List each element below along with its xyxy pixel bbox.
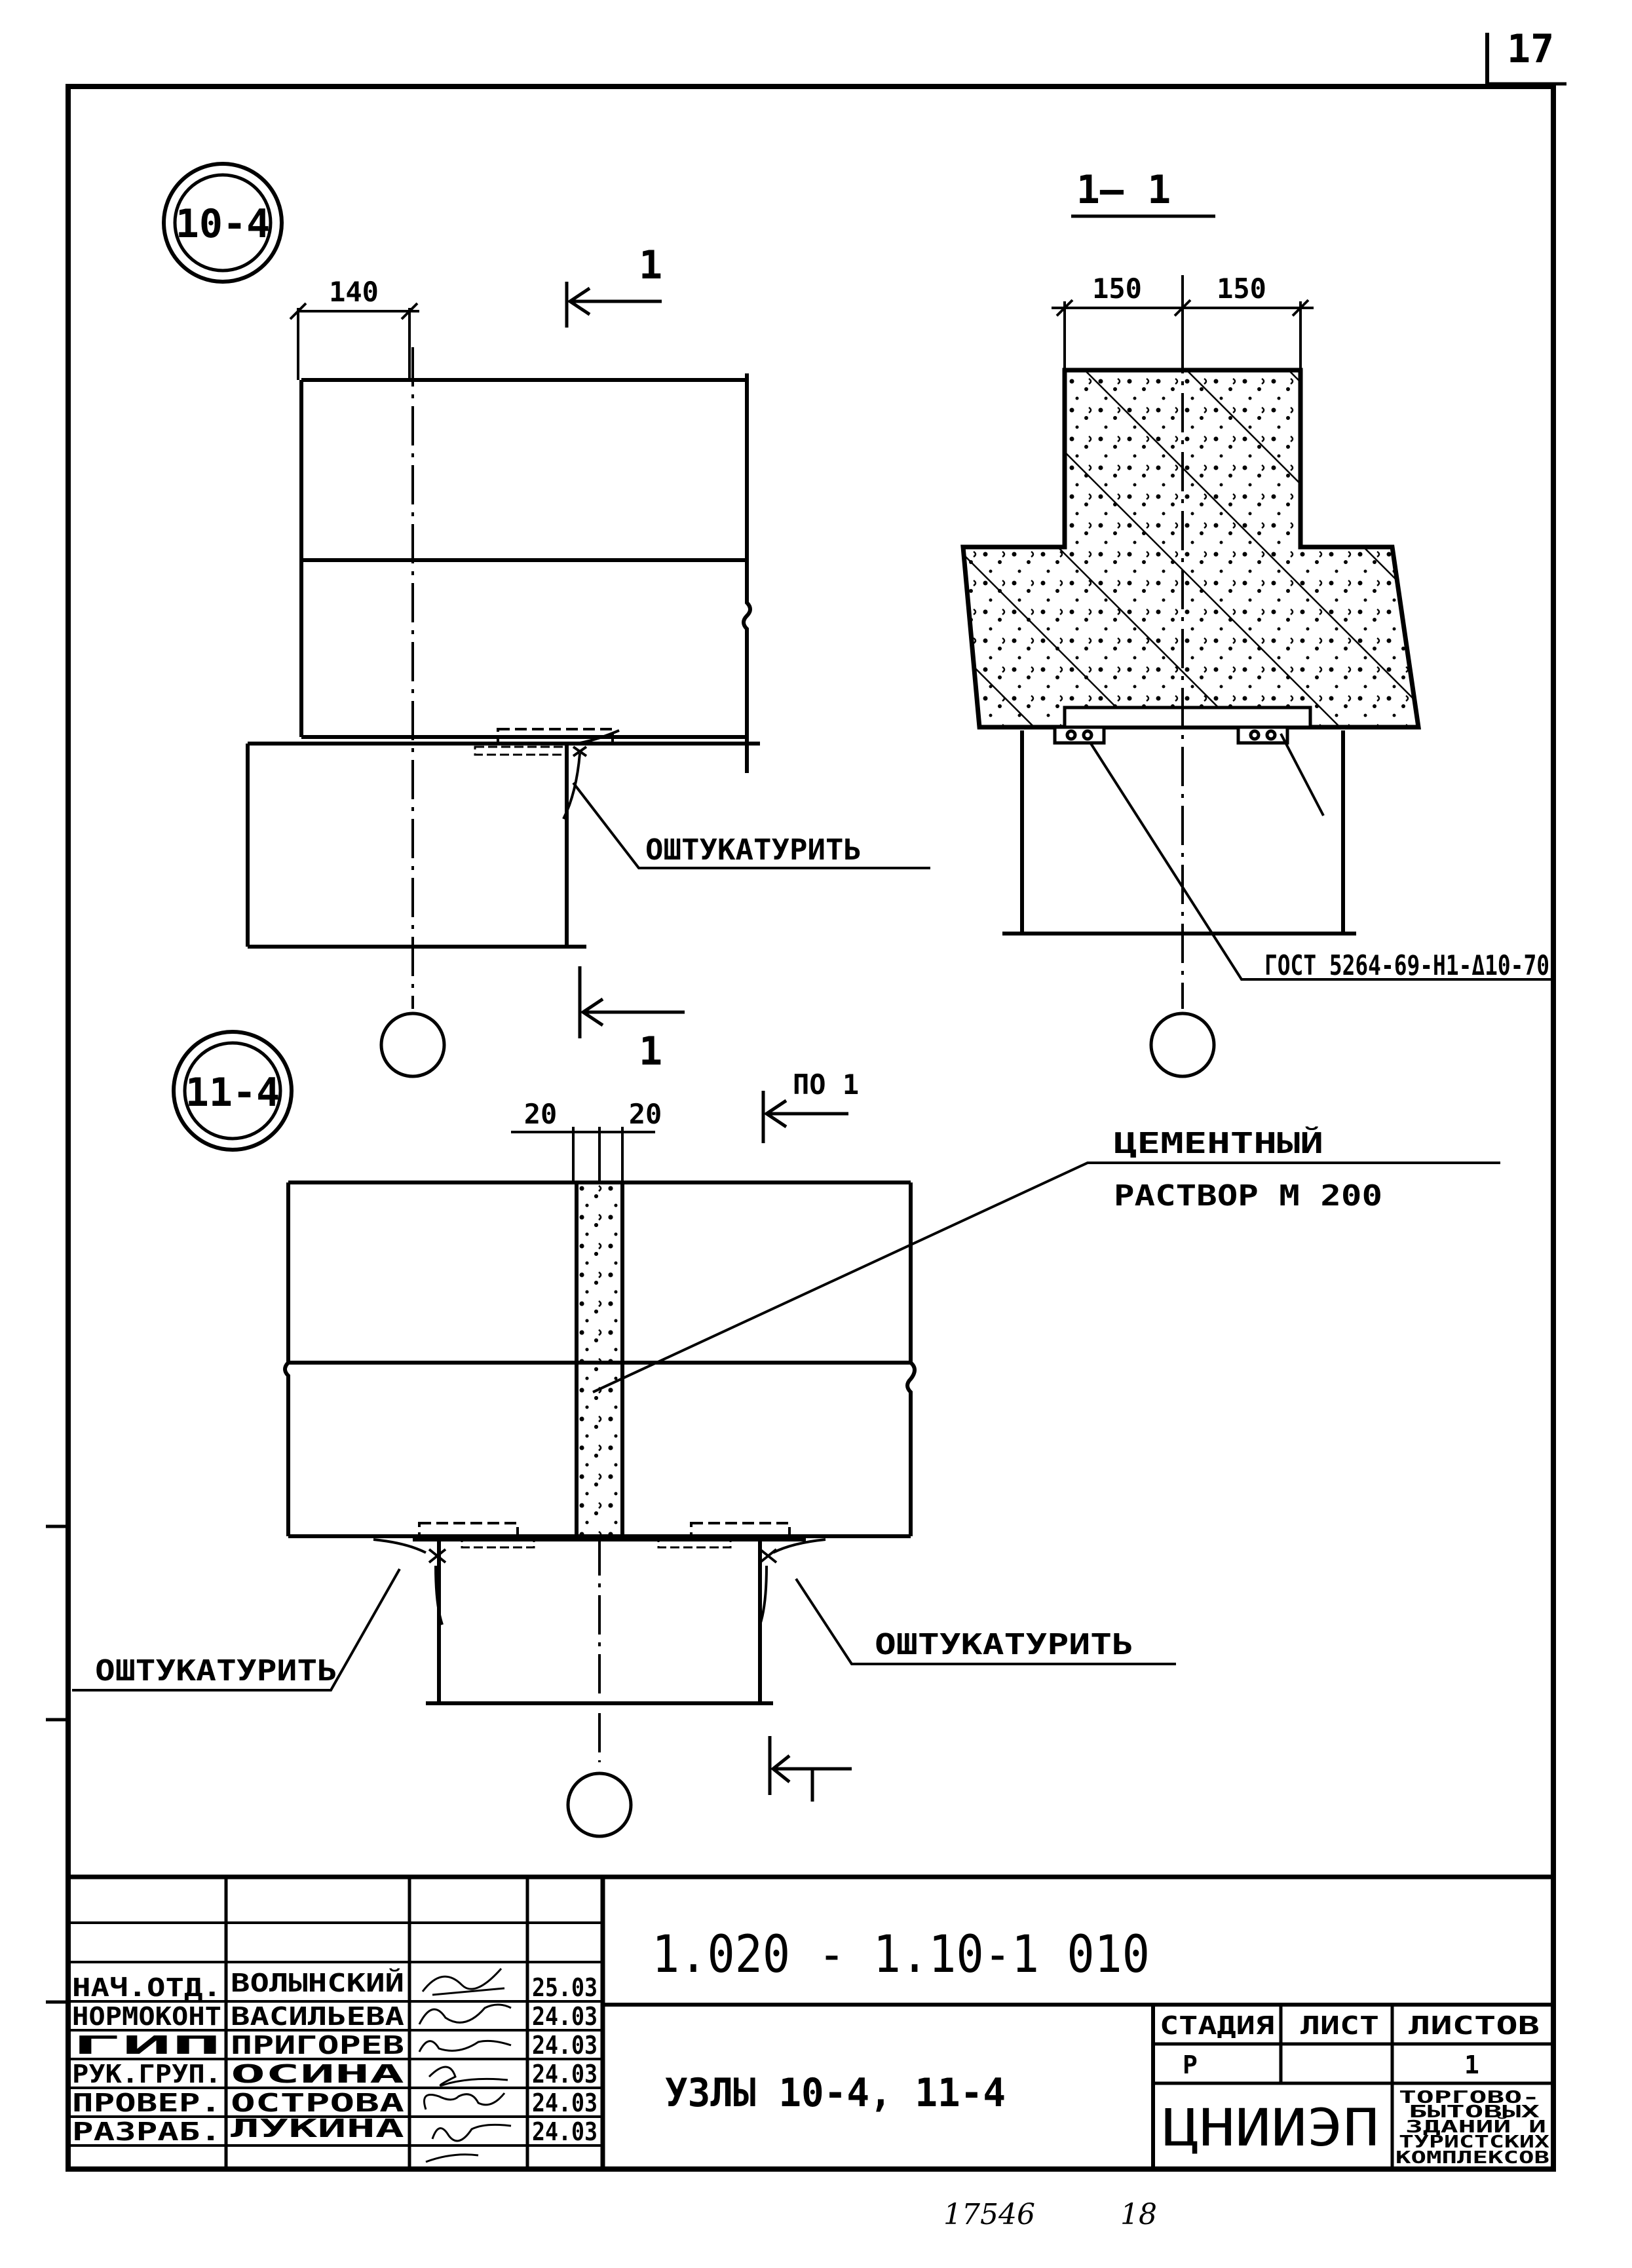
archive-number: 17546 bbox=[943, 2198, 1035, 2231]
svg-text:КОМПЛЕКСОВ: КОМПЛЕКСОВ bbox=[1395, 2148, 1549, 2168]
svg-text:11-4: 11-4 bbox=[185, 1070, 280, 1116]
axis-bubble-2 bbox=[566, 1771, 633, 1838]
detail-marker-10-4: 10-4 bbox=[162, 162, 284, 284]
support-column-2 bbox=[413, 1538, 806, 1705]
svg-text:24.03: 24.03 bbox=[532, 2031, 598, 2060]
mortar-label-1: ЦЕМЕНТНЫЙ bbox=[1114, 1125, 1323, 1160]
purpose-lines: ТОРГОВО- БЫТОВЫХ ЗДАНИЙ И ТУРИСТСКИХ КОМ… bbox=[1395, 2088, 1549, 2168]
svg-text:ОСТРОВА: ОСТРОВА bbox=[231, 2088, 404, 2117]
document-code: 1.020 - 1.10-1 010 bbox=[652, 1925, 1150, 1984]
weld-leader bbox=[1090, 742, 1553, 981]
value-stage: Р bbox=[1183, 2051, 1198, 2079]
svg-text:ВАСИЛЬЕВА: ВАСИЛЬЕВА bbox=[231, 2002, 404, 2031]
svg-text:24.03: 24.03 bbox=[532, 2060, 598, 2088]
dim-150-right: 150 bbox=[1217, 273, 1266, 305]
svg-text:ПРОВЕР.: ПРОВЕР. bbox=[72, 2088, 221, 2117]
organization: ЦНИИЭП bbox=[1163, 2099, 1379, 2158]
plaster-leader bbox=[572, 782, 930, 869]
section-ref-label: ПО 1 bbox=[793, 1068, 859, 1101]
section-mark-bottom-label: 1 bbox=[639, 1029, 662, 1074]
svg-text:РУК.ГРУП.: РУК.ГРУП. bbox=[72, 2060, 221, 2088]
signature-table: НАЧ.ОТД. ВОЛЫНСКИЙ 25.03 НОРМОКОНТ ВАСИЛ… bbox=[72, 1968, 598, 2163]
section-axis-bubble bbox=[1149, 1011, 1216, 1078]
section-mark-bottom bbox=[578, 966, 685, 1038]
plaster-note-right: ОШТУКАТУРИТЬ bbox=[875, 1628, 1133, 1661]
mortar-label-2: РАСТВОР М 200 bbox=[1114, 1179, 1382, 1213]
header-sheets: ЛИСТОВ bbox=[1409, 2011, 1540, 2040]
svg-text:ЛУКИНА: ЛУКИНА bbox=[231, 2114, 404, 2143]
svg-text:ЗДАНИЙ И: ЗДАНИЙ И bbox=[1405, 2116, 1546, 2137]
header-stage: СТАДИЯ bbox=[1160, 2011, 1274, 2040]
signature-row: ПРОВЕР. ОСТРОВА 24.03 bbox=[72, 2088, 598, 2117]
svg-text:ТОРГОВО-: ТОРГОВО- bbox=[1399, 2088, 1540, 2107]
svg-text:НАЧ.ОТД.: НАЧ.ОТД. bbox=[72, 1973, 221, 2002]
section-mark-top bbox=[565, 282, 662, 328]
weld-standard-ref: ГОСТ 5264-69-Н1-Δ10-70 bbox=[1264, 949, 1549, 981]
dim-150-left: 150 bbox=[1092, 273, 1142, 305]
detail-marker-11-4: 11-4 bbox=[172, 1030, 294, 1152]
svg-text:25.03: 25.03 bbox=[532, 1973, 598, 2002]
support-column bbox=[246, 742, 760, 949]
archive-number-2: 18 bbox=[1120, 2198, 1157, 2231]
svg-text:24.03: 24.03 bbox=[532, 2117, 598, 2146]
svg-text:ТУРИСТСКИХ: ТУРИСТСКИХ bbox=[1399, 2132, 1549, 2152]
plaster-leader-left bbox=[72, 1568, 401, 1692]
section-support bbox=[1002, 730, 1356, 936]
title-block bbox=[68, 1874, 1553, 2169]
section-mark-top-label: 1 bbox=[639, 242, 662, 288]
embedded-plate bbox=[497, 728, 614, 745]
axis-bubble bbox=[379, 1011, 446, 1078]
value-sheets: 1 bbox=[1464, 2051, 1479, 2079]
svg-text:ГИП: ГИП bbox=[72, 2031, 221, 2060]
detail-11-4: 11-4 20 20 ПО 1 bbox=[72, 1030, 1500, 1838]
svg-text:24.03: 24.03 bbox=[532, 2002, 598, 2031]
dimension-20-20 bbox=[511, 1127, 655, 1182]
svg-text:БЫТОВЫХ: БЫТОВЫХ bbox=[1409, 2102, 1540, 2122]
signature-row: НОРМОКОНТ ВАСИЛЬЕВА 24.03 bbox=[72, 2002, 598, 2031]
section-title: 1– 1 bbox=[1076, 167, 1171, 213]
weld-right bbox=[759, 1538, 826, 1625]
svg-text:24.03: 24.03 bbox=[532, 2088, 598, 2117]
slab-panel bbox=[299, 373, 752, 773]
svg-text:ВОЛЫНСКИЙ: ВОЛЫНСКИЙ bbox=[231, 1969, 404, 1997]
svg-text:РАЗРАБ.: РАЗРАБ. bbox=[72, 2117, 221, 2146]
sheet-frame bbox=[46, 33, 1566, 2172]
weld-mark bbox=[562, 746, 588, 820]
weld-left bbox=[373, 1538, 447, 1625]
dim-20-left: 20 bbox=[524, 1098, 558, 1130]
svg-text:НОРМОКОНТ: НОРМОКОНТ bbox=[72, 2002, 221, 2031]
svg-text:10-4: 10-4 bbox=[176, 201, 271, 247]
dimension-140 bbox=[289, 302, 419, 380]
mortar-leader bbox=[592, 1162, 1500, 1393]
dim-140-label: 140 bbox=[329, 276, 379, 308]
section-mark-2 bbox=[768, 1736, 852, 1802]
signature-row: РАЗРАБ. ЛУКИНА 24.03 bbox=[72, 2114, 598, 2163]
detail-10-4: 10-4 140 1 bbox=[162, 162, 930, 1078]
sheet-corner-number: 17 bbox=[1507, 26, 1554, 72]
signature-row: ГИП ПРИГОРЕВ 24.03 bbox=[72, 2031, 598, 2060]
section-1-1: 1– 1 150 150 bbox=[960, 167, 1553, 1078]
sheet-title: УЗЛЫ 10-4, 11-4 bbox=[665, 2070, 1006, 2116]
mortar-joint bbox=[575, 1181, 624, 1538]
section-ref-mark bbox=[761, 1091, 848, 1143]
header-sheet: ЛИСТ bbox=[1300, 2011, 1379, 2040]
svg-text:ПРИГОРЕВ: ПРИГОРЕВ bbox=[231, 2031, 404, 2060]
bearing-plates bbox=[1053, 706, 1312, 745]
plaster-note-left: ОШТУКАТУРИТЬ bbox=[95, 1654, 337, 1688]
dim-20-right: 20 bbox=[629, 1098, 662, 1130]
signature-row: РУК.ГРУП. ОСИНА 24.03 bbox=[72, 2060, 598, 2088]
plaster-leader-right bbox=[795, 1578, 1176, 1665]
signature-row: НАЧ.ОТД. ВОЛЫНСКИЙ 25.03 bbox=[72, 1968, 598, 2002]
beam-cross-section bbox=[960, 368, 1422, 730]
plaster-note: ОШТУКАТУРИТЬ bbox=[645, 833, 862, 867]
svg-text:ОСИНА: ОСИНА bbox=[231, 2060, 404, 2088]
